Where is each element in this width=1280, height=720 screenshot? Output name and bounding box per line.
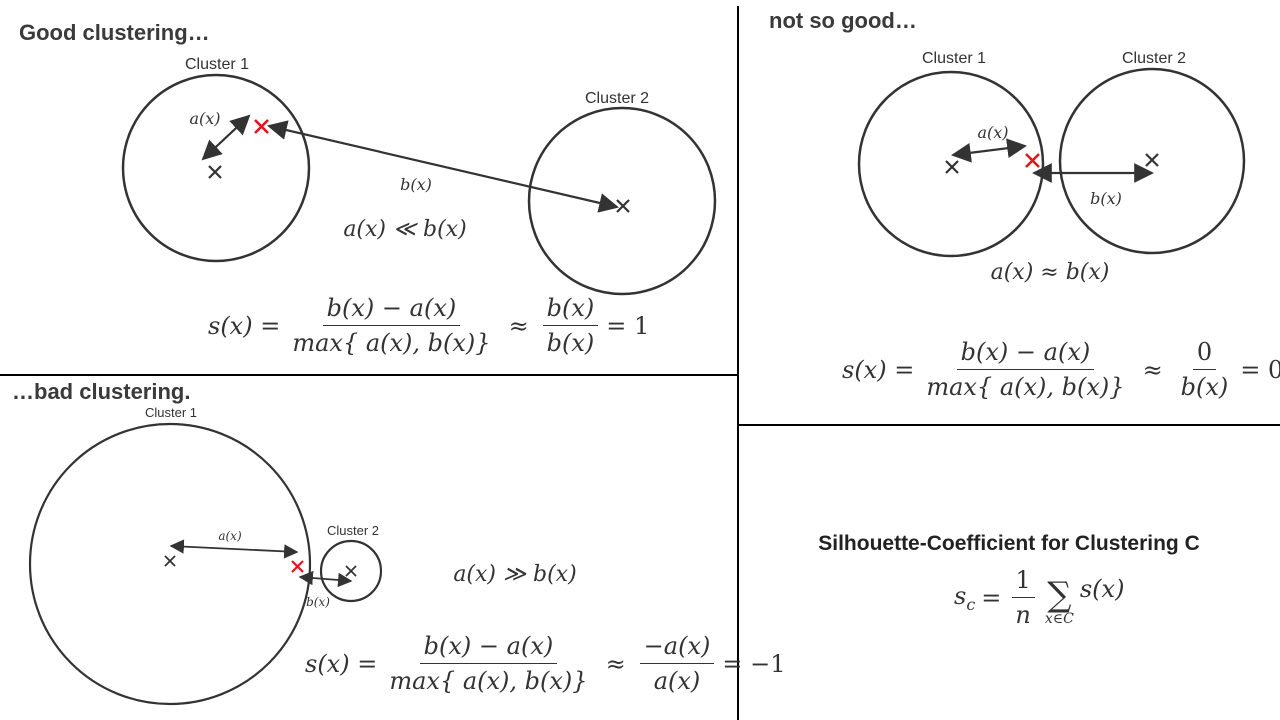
cluster-1-label: Cluster 1 <box>145 405 197 420</box>
formula-fraction: b(x) − a(x) max{ a(x), b(x)} <box>922 338 1128 401</box>
not-so-good-diagram: Cluster 1 Cluster 2 a(x) b(x) a(x) ≈ b(x… <box>857 50 1246 285</box>
a-distance-label: a(x) <box>977 123 1008 142</box>
formula-denominator: max{ a(x), b(x)} <box>389 667 588 695</box>
formula-approx: ≈ <box>508 311 529 340</box>
b-distance-label: b(x) <box>400 175 432 194</box>
cluster-1-label: Cluster 1 <box>185 56 249 73</box>
relation-label: a(x) ≪ b(x) <box>343 217 466 242</box>
centroid-2-marker <box>616 199 630 213</box>
formula-fraction-2: 0 b(x) <box>1177 338 1233 401</box>
formula-denominator: n <box>1015 601 1031 629</box>
formula-lhs: s(x) = <box>208 311 281 340</box>
sigma-symbol: ∑ <box>1047 574 1072 615</box>
formula-approx: ≈ <box>1142 355 1163 384</box>
cluster-2-circle <box>1058 67 1246 255</box>
relation-label: a(x) ≈ b(x) <box>991 260 1110 285</box>
centroid-2-marker <box>345 565 357 577</box>
bad-silhouette-formula: s(x) = b(x) − a(x) max{ a(x), b(x)} ≈ −a… <box>305 632 785 695</box>
formula-denominator-2: b(x) <box>546 329 595 357</box>
centroid-1-marker <box>208 165 222 179</box>
formula-numerator-2: b(x) <box>542 294 599 326</box>
relation-label: a(x) ≫ b(x) <box>453 562 576 587</box>
formula-fraction-2: −a(x) a(x) <box>639 632 715 695</box>
formula-approx: ≈ <box>605 649 626 678</box>
formula-numerator: b(x) − a(x) <box>322 294 461 326</box>
summation-index: x∈C <box>1044 610 1074 627</box>
formula-result: = 1 <box>606 311 650 340</box>
formula-lhs: s(x) = <box>305 649 378 678</box>
formula-fraction: b(x) − a(x) max{ a(x), b(x)} <box>288 294 494 357</box>
a-distance-label: a(x) <box>218 529 242 543</box>
silhouette-coefficient-formula: sc = 1 n ∑ x∈C s(x) <box>954 566 1124 629</box>
formula-denominator-2: a(x) <box>653 667 701 695</box>
a-distance-arrow <box>169 539 299 559</box>
formula-result: = 0 <box>1240 355 1280 384</box>
summation-term: s(x) <box>1079 574 1125 603</box>
formula-result: = −1 <box>722 649 786 678</box>
cluster-1-circle <box>857 70 1045 258</box>
not-so-good-silhouette-formula: s(x) = b(x) − a(x) max{ a(x), b(x)} ≈ 0 … <box>842 338 1280 401</box>
cluster-1-circle <box>121 73 311 263</box>
b-distance-arrow <box>298 570 353 588</box>
good-clustering-heading: Good clustering… <box>19 20 210 45</box>
cluster-1-label: Cluster 1 <box>922 50 986 67</box>
not-so-good-heading: not so good… <box>769 8 917 33</box>
cluster-2-label: Cluster 2 <box>585 90 649 107</box>
formula-numerator: b(x) − a(x) <box>419 632 558 664</box>
a-distance-arrow <box>201 114 251 161</box>
bad-clustering-diagram: Cluster 1 Cluster 2 a(x) b(x) a(x) ≫ b(x… <box>28 405 577 706</box>
formula-numerator-2: 0 <box>1192 338 1217 370</box>
silhouette-title: Silhouette-Coefficient for Clustering C <box>818 532 1200 555</box>
vertical-divider <box>737 6 739 720</box>
formula-fraction: 1 n <box>1011 566 1035 629</box>
formula-denominator-2: b(x) <box>1180 373 1229 401</box>
divider-top-left <box>0 374 737 376</box>
b-distance-arrow <box>267 120 619 213</box>
a-distance-arrow <box>951 138 1027 163</box>
divider-right <box>738 424 1280 426</box>
good-silhouette-formula: s(x) = b(x) − a(x) max{ a(x), b(x)} ≈ b(… <box>208 294 649 357</box>
formula-numerator-2: −a(x) <box>639 632 715 664</box>
cluster-2-circle <box>527 106 717 296</box>
good-clustering-diagram: Cluster 1 Cluster 2 a(x) b(x) a(x) ≪ b(x… <box>121 56 717 296</box>
centroid-1-marker <box>945 160 959 174</box>
cluster-2-label: Cluster 2 <box>327 523 379 538</box>
cluster-1-circle <box>28 422 312 706</box>
b-distance-label: b(x) <box>306 595 330 609</box>
formula-lhs: s(x) = <box>842 355 915 384</box>
cluster-2-label: Cluster 2 <box>1122 50 1186 67</box>
a-distance-label: a(x) <box>189 109 220 128</box>
formula-fraction: b(x) − a(x) max{ a(x), b(x)} <box>385 632 591 695</box>
b-distance-label: b(x) <box>1090 189 1122 208</box>
centroid-1-marker <box>164 555 176 567</box>
centroid-2-marker <box>1145 153 1159 167</box>
formula-equals: = <box>981 583 1002 612</box>
point-x-marker <box>291 560 304 573</box>
summation: ∑ x∈C <box>1045 569 1074 627</box>
bad-clustering-heading: …bad clustering. <box>12 379 191 404</box>
formula-denominator: max{ a(x), b(x)} <box>292 329 491 357</box>
formula-numerator: 1 <box>1011 566 1035 598</box>
formula-fraction-2: b(x) b(x) <box>542 294 599 357</box>
formula-denominator: max{ a(x), b(x)} <box>926 373 1125 401</box>
formula-numerator: b(x) − a(x) <box>956 338 1095 370</box>
point-x-marker <box>254 119 269 134</box>
coefficient-symbol: sc <box>954 581 976 614</box>
point-x-marker <box>1025 153 1040 168</box>
